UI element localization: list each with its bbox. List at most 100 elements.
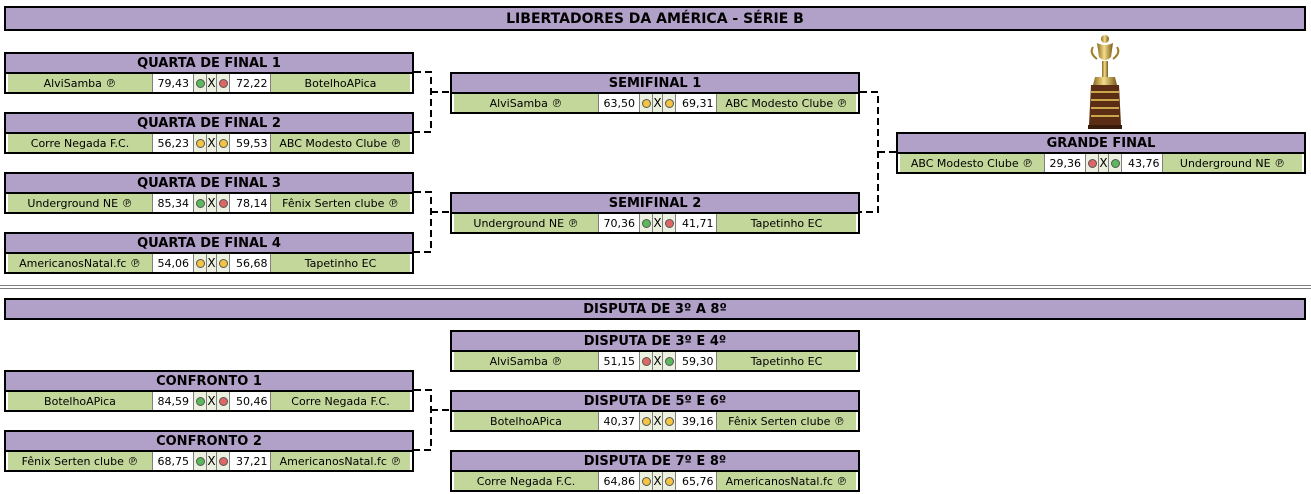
match-title: QUARTA DE FINAL 1 [4, 52, 414, 74]
home-team: BotelhoAPica [454, 412, 598, 430]
status-dot-icon [664, 356, 674, 366]
match-title: QUARTA DE FINAL 4 [4, 232, 414, 254]
home-score: 70,36 [598, 214, 640, 232]
match-title: DISPUTA DE 5º E 6º [450, 390, 860, 412]
home-team: AmericanosNatal.fc ℗ [8, 254, 152, 272]
status-dot-icon [664, 98, 674, 108]
home-score: 84,59 [152, 392, 194, 410]
home-score: 51,15 [598, 352, 640, 370]
versus-label: X [1098, 154, 1109, 172]
status-dot-icon [641, 416, 651, 426]
status-dot-icon [218, 258, 228, 268]
match-title: SEMIFINAL 1 [450, 72, 860, 94]
home-team: Underground NE ℗ [8, 194, 152, 212]
home-result-icon [640, 352, 652, 370]
away-result-icon [217, 194, 229, 212]
home-team: AlviSamba ℗ [454, 94, 598, 112]
status-dot-icon [195, 396, 205, 406]
versus-label: X [206, 74, 217, 92]
home-score: 54,06 [152, 254, 194, 272]
away-score: 59,53 [229, 134, 271, 152]
home-score: 40,37 [598, 412, 640, 430]
status-dot-icon [664, 218, 674, 228]
away-team: Fênix Serten clube ℗ [271, 194, 410, 212]
away-result-icon [217, 392, 229, 410]
home-team: AlviSamba ℗ [8, 74, 152, 92]
home-team: ABC Modesto Clube ℗ [900, 154, 1044, 172]
page-title: LIBERTADORES DA AMÉRICA - SÉRIE B [4, 6, 1306, 31]
match-title: QUARTA DE FINAL 2 [4, 112, 414, 134]
section-divider [0, 285, 1311, 286]
trophy-icon [1088, 35, 1122, 129]
match-title: SEMIFINAL 2 [450, 192, 860, 214]
status-dot-icon [641, 356, 651, 366]
status-dot-icon [664, 476, 674, 486]
away-team: BotelhoAPica [271, 74, 410, 92]
home-score: 79,43 [152, 74, 194, 92]
away-result-icon [217, 74, 229, 92]
match-title: CONFRONTO 2 [4, 430, 414, 452]
away-result-icon [217, 254, 229, 272]
status-dot-icon [195, 258, 205, 268]
home-team: BotelhoAPica [8, 392, 152, 410]
away-result-icon [663, 472, 675, 490]
match-title: DISPUTA DE 3º E 4º [450, 330, 860, 352]
versus-label: X [206, 452, 217, 470]
away-team: Tapetinho EC [717, 214, 856, 232]
home-result-icon [194, 452, 206, 470]
status-dot-icon [195, 456, 205, 466]
status-dot-icon [218, 396, 228, 406]
away-score: 39,16 [675, 412, 717, 430]
away-score: 69,31 [675, 94, 717, 112]
away-result-icon [663, 352, 675, 370]
versus-label: X [206, 194, 217, 212]
status-dot-icon [1110, 158, 1120, 168]
home-result-icon [194, 134, 206, 152]
away-result-icon [663, 214, 675, 232]
status-dot-icon [218, 78, 228, 88]
versus-label: X [206, 134, 217, 152]
status-dot-icon [195, 138, 205, 148]
match-title: QUARTA DE FINAL 3 [4, 172, 414, 194]
away-team: AmericanosNatal.fc ℗ [717, 472, 856, 490]
home-team: Fênix Serten clube ℗ [8, 452, 152, 470]
away-score: 65,76 [675, 472, 717, 490]
match-title: DISPUTA DE 7º E 8º [450, 450, 860, 472]
home-team: Corre Negada F.C. [454, 472, 598, 490]
status-dot-icon [641, 218, 651, 228]
away-score: 43,76 [1121, 154, 1163, 172]
versus-label: X [652, 472, 663, 490]
versus-label: X [652, 412, 663, 430]
away-score: 59,30 [675, 352, 717, 370]
home-score: 56,23 [152, 134, 194, 152]
home-score: 29,36 [1044, 154, 1086, 172]
section-title: DISPUTA DE 3º A 8º [4, 298, 1306, 320]
away-result-icon [217, 452, 229, 470]
versus-label: X [206, 392, 217, 410]
match-title: GRANDE FINAL [896, 132, 1306, 154]
home-result-icon [194, 254, 206, 272]
status-dot-icon [218, 456, 228, 466]
home-result-icon [1086, 154, 1098, 172]
away-result-icon [217, 134, 229, 152]
away-result-icon [663, 412, 675, 430]
away-score: 50,46 [229, 392, 271, 410]
away-team: ABC Modesto Clube ℗ [271, 134, 410, 152]
away-team: Tapetinho EC [717, 352, 856, 370]
away-result-icon [1109, 154, 1121, 172]
home-score: 68,75 [152, 452, 194, 470]
